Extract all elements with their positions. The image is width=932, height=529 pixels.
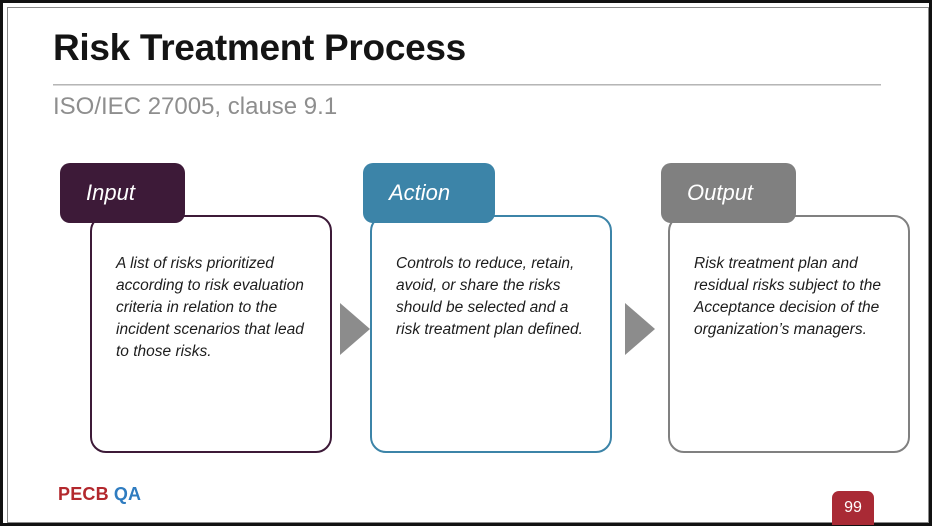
process-flow-diagram: A list of risks prioritized according to…	[3, 3, 932, 529]
triangle-right-icon	[625, 303, 655, 355]
page-title: Risk Treatment Process	[53, 27, 466, 68]
title-divider	[53, 84, 881, 86]
flow-stage-action-tab[interactable]: Action	[363, 163, 495, 223]
flow-stage-input-body: A list of risks prioritized according to…	[90, 215, 332, 453]
flow-stage-action-label: Action	[389, 180, 451, 205]
flow-stage-output-body: Risk treatment plan and residual risks s…	[668, 215, 910, 453]
flow-stage-input-tab[interactable]: Input	[60, 163, 185, 223]
page-subtitle: ISO/IEC 27005, clause 9.1	[53, 93, 338, 120]
flow-stage-output-label: Output	[687, 180, 754, 205]
triangle-right-icon	[340, 303, 370, 355]
brand-logo-qa: QA	[113, 484, 142, 504]
page-number-badge: 99	[832, 491, 874, 525]
flow-stage-action-body: Controls to reduce, retain, avoid, or sh…	[370, 215, 612, 453]
flow-stage-action-text: Controls to reduce, retain, avoid, or sh…	[396, 255, 583, 338]
flow-stage-output-text: Risk treatment plan and residual risks s…	[694, 255, 881, 338]
flow-stage-input-label: Input	[86, 180, 135, 205]
flow-stage-input-text: A list of risks prioritized according to…	[116, 255, 304, 360]
flow-stage-output-tab[interactable]: Output	[661, 163, 796, 223]
brand-logo-pecb: PECB	[58, 484, 109, 504]
